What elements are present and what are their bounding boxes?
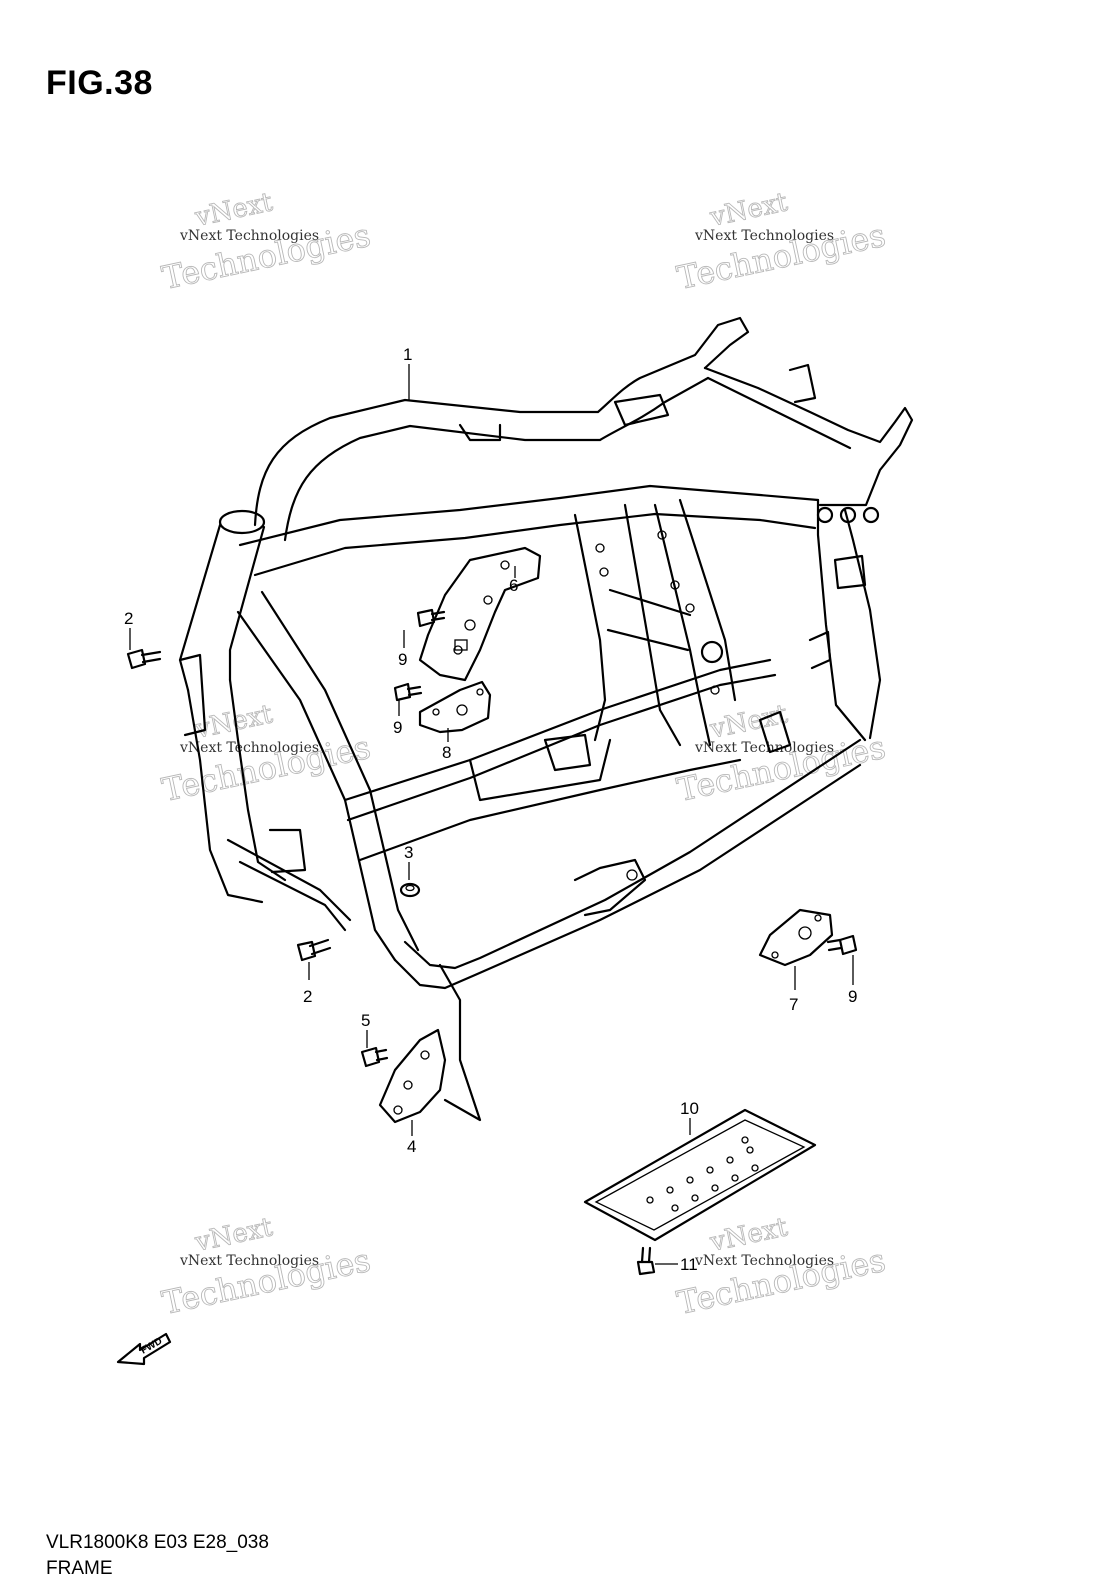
callout-7: 7 bbox=[789, 995, 798, 1014]
bracket-part-6 bbox=[418, 546, 542, 682]
nut-part-3 bbox=[399, 882, 421, 898]
svg-text:vNext Technologies: vNext Technologies bbox=[694, 740, 834, 756]
bolt-part-2-upper bbox=[126, 648, 162, 670]
svg-text:vNext: vNext bbox=[707, 187, 791, 233]
callout-2-lower: 2 bbox=[303, 987, 312, 1006]
bolt-part-5 bbox=[360, 1046, 389, 1068]
bolt-part-11 bbox=[636, 1246, 656, 1276]
model-code: VLR1800K8 E03 E28_038 bbox=[46, 1532, 269, 1553]
watermarks: vNext vNext Technologies Technologies vN… bbox=[158, 187, 889, 1323]
bolt-part-9-a bbox=[416, 608, 446, 628]
svg-text:vNext Technologies: vNext Technologies bbox=[179, 1253, 319, 1269]
svg-text:vNext Technologies: vNext Technologies bbox=[179, 228, 319, 244]
bracket-part-4 bbox=[378, 1028, 447, 1124]
watermark: vNext vNext Technologies Technologies bbox=[673, 187, 889, 298]
svg-text:vNext: vNext bbox=[707, 1212, 791, 1258]
svg-text:vNext: vNext bbox=[192, 187, 276, 233]
bracket-part-7 bbox=[758, 908, 834, 967]
callout-2-upper: 2 bbox=[124, 609, 133, 628]
watermark: vNext vNext Technologies Technologies bbox=[158, 1212, 374, 1323]
callout-5: 5 bbox=[361, 1011, 370, 1030]
callouts: 1 2 2 3 4 5 6 7 8 9 9 9 10 11 bbox=[124, 345, 857, 1274]
callout-10: 10 bbox=[680, 1099, 699, 1118]
svg-text:vNext Technologies: vNext Technologies bbox=[694, 228, 834, 244]
callout-4: 4 bbox=[407, 1137, 416, 1156]
bolt-part-2-lower bbox=[296, 938, 332, 962]
callout-11: 11 bbox=[680, 1255, 698, 1274]
bolt-part-9-c bbox=[826, 934, 858, 956]
section-name: FRAME bbox=[46, 1558, 113, 1579]
svg-text:vNext Technologies: vNext Technologies bbox=[179, 740, 319, 756]
main-frame-part bbox=[178, 316, 914, 1122]
watermark: vNext vNext Technologies Technologies bbox=[673, 1212, 889, 1323]
svg-text:vNext: vNext bbox=[707, 699, 791, 745]
plate-part-8 bbox=[418, 680, 492, 734]
svg-text:vNext: vNext bbox=[192, 1212, 276, 1258]
callout-1: 1 bbox=[403, 345, 412, 364]
callout-9-b: 9 bbox=[393, 718, 402, 737]
callout-3: 3 bbox=[404, 843, 413, 862]
bolt-part-9-b bbox=[393, 682, 423, 702]
skid-plate-part-10 bbox=[583, 1108, 817, 1242]
leader-lines bbox=[129, 364, 854, 1265]
svg-text:vNext Technologies: vNext Technologies bbox=[694, 1253, 834, 1269]
callout-9-c: 9 bbox=[848, 987, 857, 1006]
forward-direction-arrow: FWD bbox=[116, 1332, 172, 1366]
callout-9-a: 9 bbox=[398, 650, 407, 669]
watermark: vNext vNext Technologies Technologies bbox=[158, 187, 374, 298]
callout-6: 6 bbox=[509, 576, 518, 595]
skid-plate-holes bbox=[646, 1136, 759, 1212]
figure-title: FIG.38 bbox=[46, 64, 153, 102]
callout-8: 8 bbox=[442, 743, 451, 762]
